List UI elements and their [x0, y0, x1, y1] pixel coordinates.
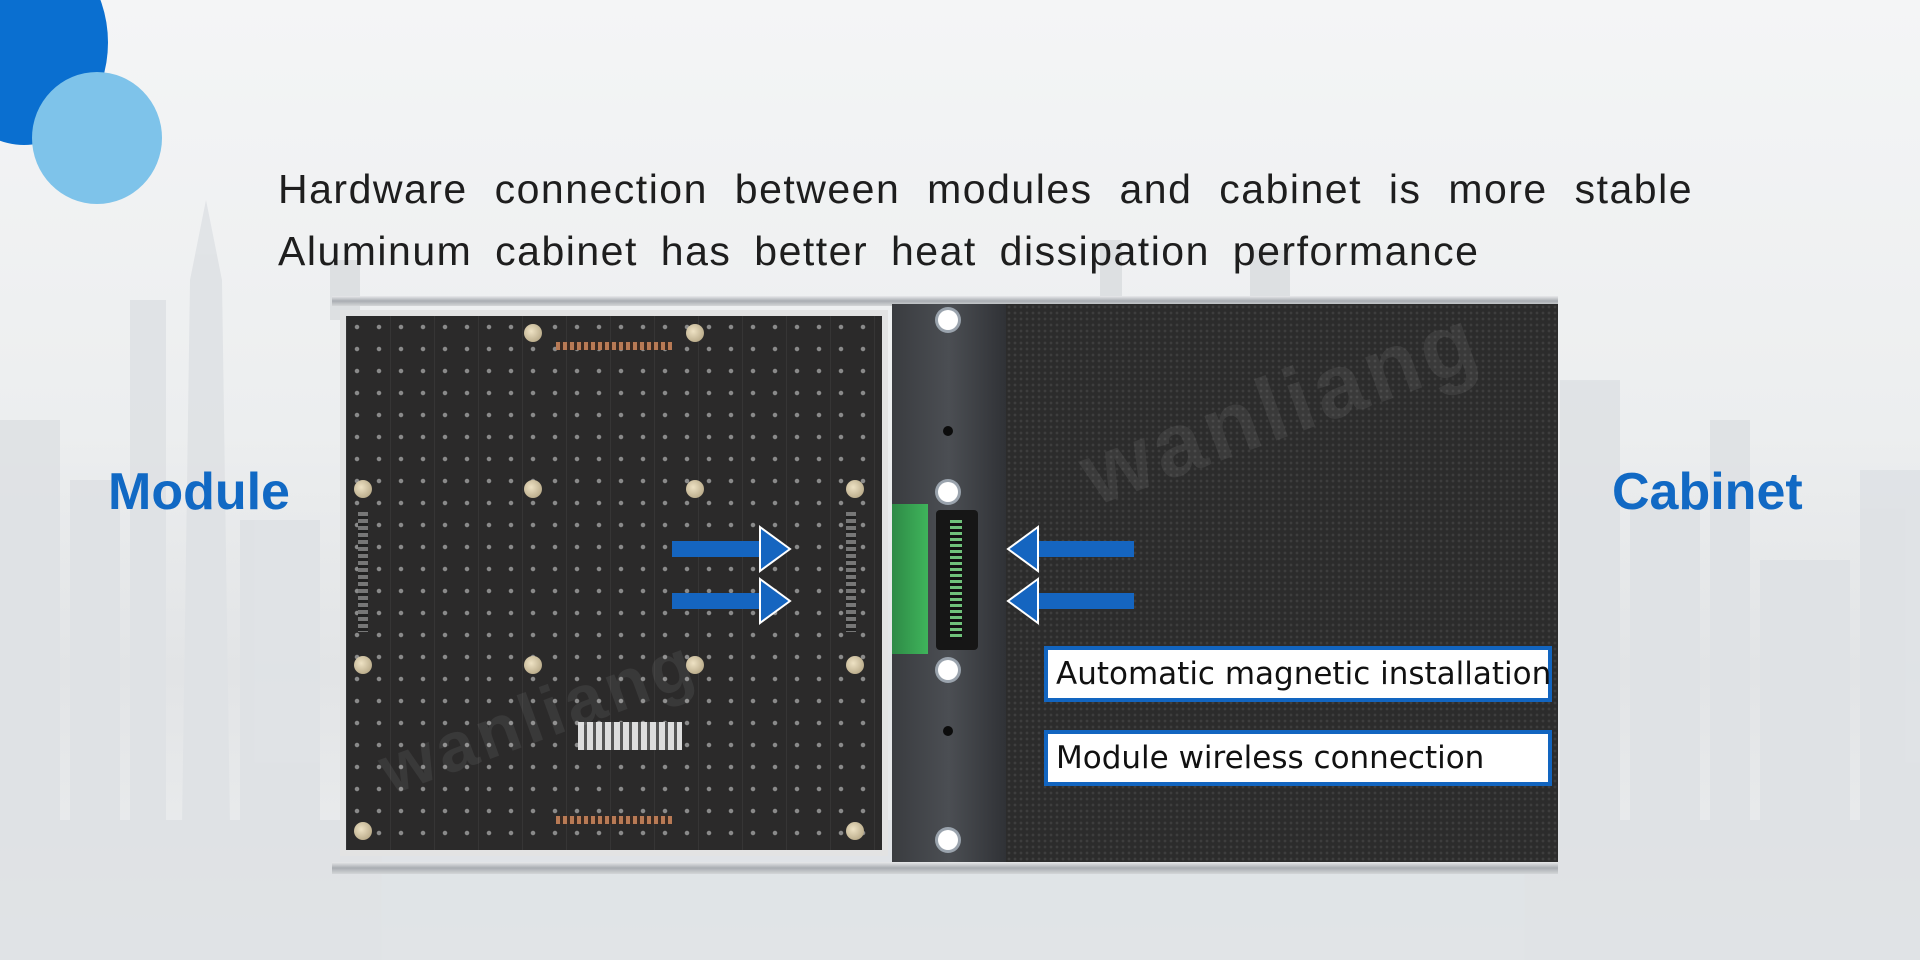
cabinet-rail-top — [332, 296, 1558, 306]
rivet — [524, 480, 542, 498]
screw — [938, 310, 958, 330]
feature-wireless-connection: Module wireless connection — [1044, 730, 1552, 786]
feature-magnetic-installation: Automatic magnetic installation — [1044, 646, 1552, 702]
pcb-pin-header-right — [846, 512, 856, 632]
pcb-pin-header-left — [358, 512, 368, 632]
rivet — [686, 480, 704, 498]
arrow-right-icon — [672, 577, 792, 625]
rivet — [354, 822, 372, 840]
hub-board — [892, 504, 928, 654]
connector-socket — [936, 510, 978, 650]
rivet — [524, 324, 542, 342]
cabinet-label: Cabinet — [1612, 463, 1803, 521]
screw — [938, 830, 958, 850]
pcb-board — [346, 316, 882, 850]
arrow-left-icon — [1006, 525, 1134, 573]
screw — [938, 482, 958, 502]
decorative-circle-light — [32, 72, 162, 204]
rivet — [846, 480, 864, 498]
module-label: Module — [108, 463, 290, 521]
cabinet-rail-bottom — [332, 862, 1558, 874]
product-photo: wanliang wanliang Automatic magnetic ins… — [332, 289, 1558, 874]
rivet — [686, 656, 704, 674]
pcb-connector-bottom — [556, 816, 672, 824]
headline-line-2: Aluminum cabinet has better heat dissipa… — [278, 228, 1480, 274]
rivet — [524, 656, 542, 674]
mount-hole — [943, 426, 953, 436]
led-module-back — [340, 310, 888, 856]
headline-line-1: Hardware connection between modules and … — [278, 166, 1693, 212]
rivet — [846, 656, 864, 674]
screw — [938, 660, 958, 680]
rivet — [846, 822, 864, 840]
rivet — [686, 324, 704, 342]
mount-hole — [943, 726, 953, 736]
pcb-connector-top — [556, 342, 672, 350]
rivet — [354, 480, 372, 498]
arrow-left-icon — [1006, 577, 1134, 625]
pcb-barcode-label — [578, 722, 682, 750]
rivet — [354, 656, 372, 674]
arrow-right-icon — [672, 525, 792, 573]
